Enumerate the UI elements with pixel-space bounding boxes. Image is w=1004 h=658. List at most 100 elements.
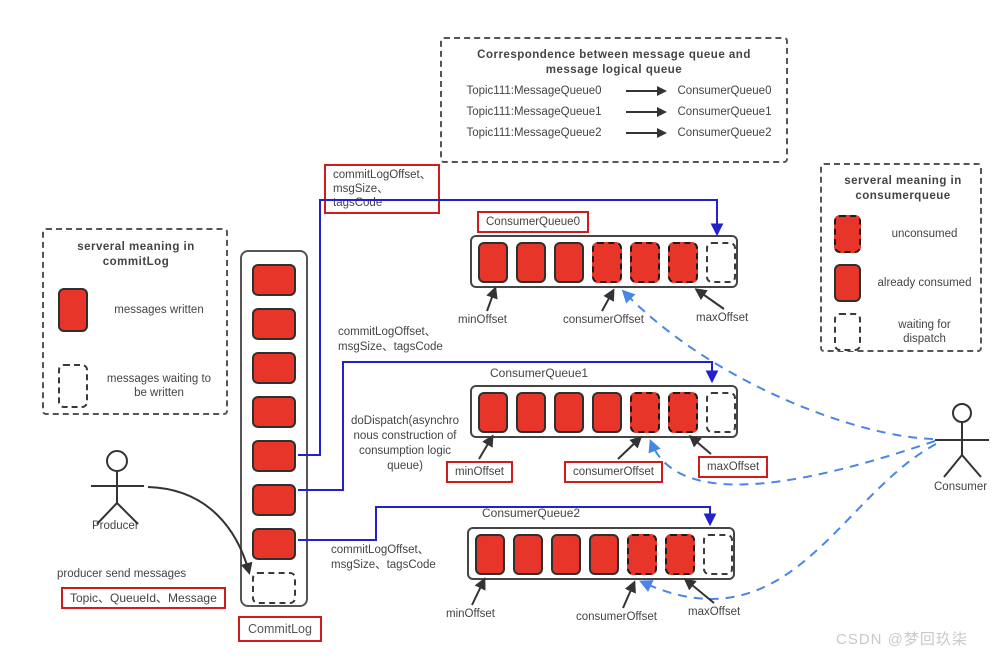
- consumerqueue1-container: [470, 385, 738, 438]
- commitlog-legend-panel: serveral meaning in commitLog messages w…: [42, 228, 228, 415]
- arrow-right-icon: [626, 107, 667, 117]
- slot-written: [589, 534, 619, 575]
- consumeroffset-label: consumerOffset: [576, 611, 657, 623]
- minoffset-arrow-queue0: [486, 286, 498, 312]
- minoffset-label: minOffset: [458, 314, 507, 326]
- consumerqueue-legend-panel: serveral meaning in consumerqueue uncons…: [820, 163, 982, 352]
- consumer-leg: [943, 454, 963, 478]
- unconsumed-swatch-icon: [834, 215, 861, 253]
- commitlogoffset-annotation-mid: commitLogOffset、 msgSize、tagsCode: [338, 325, 443, 355]
- maxoffset-label: maxOffset: [696, 312, 749, 324]
- legend-label: waiting for dispatch: [898, 319, 951, 345]
- slot-written: [554, 242, 584, 283]
- producer-message-fields: Topic、QueueId、Message: [61, 587, 226, 609]
- consume-curve-queue1: [648, 438, 936, 486]
- consumer-leg: [961, 454, 982, 478]
- slot-written: [478, 392, 508, 433]
- arrow-right-icon: [626, 128, 667, 138]
- slot-unconsumed: [668, 242, 698, 283]
- slot-waiting-dispatch: [706, 392, 736, 433]
- producer-label: Producer: [92, 520, 139, 532]
- maxoffset-label: maxOffset: [698, 456, 769, 478]
- legend-label: messages waiting to be written: [106, 373, 212, 399]
- consumed-swatch-icon: [834, 264, 861, 302]
- consumerqueue-legend-title: serveral meaning in consumerqueue: [844, 175, 962, 202]
- written-swatch-icon: [58, 288, 88, 332]
- message-queue-0-label: Topic111:MessageQueue0: [466, 85, 602, 97]
- slot-waiting-dispatch: [703, 534, 733, 575]
- producer-send-arrow: [147, 486, 253, 575]
- mapping-rows: Topic111:MessageQueue0 ConsumerQueue0 To…: [442, 85, 786, 139]
- slot-unconsumed: [627, 534, 657, 575]
- minoffset-arrow-queue1: [478, 434, 494, 460]
- mapping-row-2: Topic111:MessageQueue2 ConsumerQueue2: [442, 127, 786, 139]
- commitlog-legend-title: serveral meaning in commitLog: [77, 241, 195, 268]
- correspondence-panel: Correspondence between message queue and…: [440, 37, 788, 163]
- dispatch-waiting-swatch-icon: [834, 313, 861, 351]
- slot-written: [513, 534, 543, 575]
- slot-unconsumed: [630, 392, 660, 433]
- slot-written: [252, 264, 296, 296]
- slot-unconsumed: [665, 534, 695, 575]
- annotation-line: doDispatch(asynchro: [350, 415, 460, 427]
- annotation-line: commitLogOffset、: [333, 169, 432, 181]
- waiting-swatch-icon: [58, 364, 88, 408]
- legend-item-written: messages written: [58, 288, 214, 332]
- slot-written: [252, 440, 296, 472]
- arrow-right-icon: [626, 86, 667, 96]
- commitlogoffset-annotation-bottom: commitLogOffset、 msgSize、tagsCode: [331, 543, 436, 573]
- legend-item-consumed: already consumed: [834, 264, 972, 302]
- maxoffset-arrow-queue0: [694, 288, 725, 310]
- annotation-line: nous construction of: [353, 430, 457, 442]
- slot-unconsumed: [630, 242, 660, 283]
- annotation-line: commitLogOffset、: [338, 326, 437, 338]
- consumerqueue2-container: [467, 527, 735, 580]
- commitlog-label: CommitLog: [238, 616, 322, 642]
- slot-waiting-dispatch: [706, 242, 736, 283]
- commitlogoffset-annotation-top: commitLogOffset、 msgSize、tagsCode: [324, 164, 440, 214]
- slot-written: [551, 534, 581, 575]
- consumer-figure-icon: [935, 403, 989, 478]
- maxoffset-arrow-queue2: [683, 578, 715, 604]
- legend-item-unconsumed: unconsumed: [834, 215, 972, 253]
- annotation-line: msgSize、tagsCode: [331, 559, 436, 571]
- maxoffset-label: maxOffset: [688, 606, 741, 618]
- slot-waiting-dispatch: [252, 572, 296, 604]
- annotation-line: msgSize、tagsCode: [338, 341, 443, 353]
- legend-label: unconsumed: [891, 228, 958, 240]
- consumeroffset-arrow-queue0: [601, 288, 615, 312]
- consumeroffset-arrow-queue2: [622, 580, 636, 609]
- slot-written: [252, 352, 296, 384]
- consumerqueue1-title: ConsumerQueue1: [490, 366, 589, 380]
- annotation-line: msgSize、tagsCode: [333, 183, 389, 209]
- annotation-line: queue): [387, 460, 423, 472]
- legend-item-waiting: messages waiting to be written: [58, 364, 214, 408]
- commitlog-container: [240, 250, 308, 607]
- producer-figure-icon: [91, 450, 144, 525]
- legend-label: messages written: [114, 304, 204, 316]
- consumer-queue-1-map-label: ConsumerQueue1: [677, 106, 772, 118]
- legend-label: already consumed: [877, 277, 972, 289]
- producer-send-label: producer send messages: [57, 568, 187, 580]
- consumer-queue-2-map-label: ConsumerQueue2: [677, 127, 772, 139]
- mapping-row-0: Topic111:MessageQueue0 ConsumerQueue0: [442, 85, 786, 97]
- consumer-head: [952, 403, 972, 423]
- message-queue-2-label: Topic111:MessageQueue2: [466, 127, 602, 139]
- message-queue-1-label: Topic111:MessageQueue1: [466, 106, 602, 118]
- correspondence-title: Correspondence between message queue and…: [477, 49, 751, 76]
- dodispatch-annotation: doDispatch(asynchro nous construction of…: [346, 414, 464, 474]
- slot-written: [252, 308, 296, 340]
- slot-written: [252, 484, 296, 516]
- slot-written: [252, 396, 296, 428]
- slot-written: [516, 242, 546, 283]
- consumerqueue0-title: ConsumerQueue0: [477, 211, 589, 233]
- mapping-row-1: Topic111:MessageQueue1 ConsumerQueue1: [442, 106, 786, 118]
- annotation-line: consumption logic: [358, 445, 452, 457]
- minoffset-arrow-queue2: [471, 577, 486, 606]
- consumeroffset-arrow-queue1: [617, 435, 643, 460]
- consumer-queue-0-map-label: ConsumerQueue0: [677, 85, 772, 97]
- consumerqueue2-title: ConsumerQueue2: [482, 506, 581, 520]
- consumeroffset-label: consumerOffset: [564, 461, 663, 483]
- annotation-line: commitLogOffset、: [331, 544, 430, 556]
